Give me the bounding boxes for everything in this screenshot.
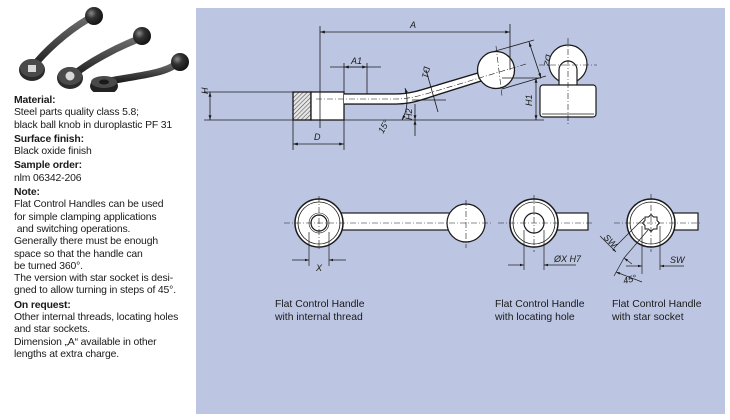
spec-heading: On request: xyxy=(14,299,71,311)
spec-text: and switching operations. xyxy=(14,223,131,235)
handle-photo-2 xyxy=(57,27,151,89)
caption-line-2: with internal thread xyxy=(275,311,363,323)
spec-text: space so that the handle can xyxy=(14,248,143,260)
caption-line-1: Flat Control Handle xyxy=(612,299,702,310)
spec-text: be turned 360°. xyxy=(14,260,83,272)
dim-A: A xyxy=(409,20,416,30)
dim-A1: A1 xyxy=(350,56,362,66)
star-view-drawing xyxy=(599,194,702,283)
dim-H2: H2 xyxy=(404,108,414,120)
thread-view-drawing xyxy=(284,196,491,266)
spec-text: lengths at extra charge. xyxy=(14,348,119,360)
spec-text: gned to allow turning in steps of 45°. xyxy=(14,285,176,297)
spec-text: Dimension „A“ available in other xyxy=(14,336,157,348)
dim-H: H xyxy=(200,87,210,94)
side-view-drawing xyxy=(204,24,547,150)
dim-SW-diagonal: SW xyxy=(602,232,620,250)
dim-angle-45: 45° xyxy=(622,273,638,286)
handle-photo-1 xyxy=(19,7,103,81)
dim-hole-diameter: ØX H7 xyxy=(553,254,582,264)
spec-text: and star sockets. xyxy=(14,324,90,336)
dim-D: D xyxy=(314,132,321,142)
caption-line-1: Flat Control Handle xyxy=(275,299,365,310)
spec-text: nlm 06342-206 xyxy=(14,172,82,184)
spec-text: Black oxide finish xyxy=(14,146,92,158)
end-view-drawing xyxy=(539,38,597,124)
spec-text: black ball knob in duroplastic PF 31 xyxy=(14,119,173,131)
side-view-labels: A A1 H D H1 H2 D1 D2 15° xyxy=(200,20,554,142)
spec-heading: Sample order: xyxy=(14,160,82,172)
dim-D1: D1 xyxy=(420,66,432,79)
spec-text: Steel parts quality class 5.8; xyxy=(14,107,139,119)
caption-line-2: with star socket xyxy=(612,311,684,323)
spec-heading: Note: xyxy=(14,187,40,199)
spec-heading: Material: xyxy=(14,95,56,106)
spec-text: for simple clamping applications xyxy=(14,211,157,223)
hole-view-drawing xyxy=(498,195,592,270)
caption-internal-thread: Flat Control Handle with internal thread xyxy=(275,299,365,324)
spec-text: Generally there must be enough xyxy=(14,236,158,248)
dim-D2: D2 xyxy=(542,54,554,67)
product-photo xyxy=(19,7,189,92)
caption-line-1: Flat Control Handle xyxy=(495,299,585,310)
caption-locating-hole: Flat Control Handle with locating hole xyxy=(495,299,585,324)
spec-text: The version with star socket is desi- xyxy=(14,273,174,285)
dim-SW-horizontal: SW xyxy=(670,255,686,265)
caption-line-2: with locating hole xyxy=(495,311,575,323)
spec-text: Other internal threads, locating holes xyxy=(14,312,179,324)
handle-photo-3 xyxy=(90,53,189,92)
dim-X: X xyxy=(315,263,323,273)
dim-angle-15: 15° xyxy=(376,118,392,135)
caption-star-socket: Flat Control Handle with star socket xyxy=(612,299,702,324)
spec-heading: Surface finish: xyxy=(14,133,84,145)
spec-text: Flat Control Handles can be used xyxy=(14,199,164,211)
specifications: Material:Steel parts quality class 5.8;b… xyxy=(14,95,194,361)
dim-H1: H1 xyxy=(524,94,534,106)
technical-drawings: A A1 H D H1 H2 D1 D2 15° X xyxy=(200,20,702,286)
